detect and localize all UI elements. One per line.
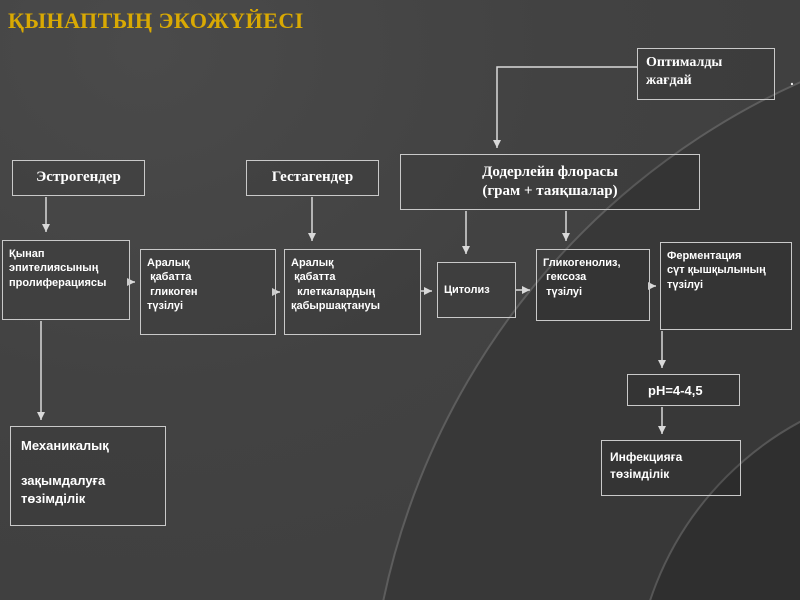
stray-period: . [790,72,794,88]
node-cell-desquamation-label: Аралық қабатта клеткалардың қабыршақтану… [291,257,380,312]
node-cytolysis-label: Цитолиз [444,283,490,296]
node-lactic-fermentation: Ферментация сүт қышқылының түзілуі [660,242,792,330]
node-epithelium-proliferation: Қынап эпителиясының пролиферациясы [2,240,130,320]
node-cell-desquamation: Аралық қабатта клеткалардың қабыршақтану… [284,249,421,335]
node-estrogens-label: Эстрогендер [36,169,121,186]
node-ph-level-label: рН=4-4,5 [648,382,703,398]
node-glycogenolysis-label: Гликогенолиз, гексоза түзілуі [543,257,621,298]
node-glycogen-formation-label: Аралық қабатта гликоген түзілуі [147,257,198,312]
slide-title: ҚЫНАПТЫҢ ЭКОЖҮЙЕСІ [8,8,304,33]
node-gestagens: Гестагендер [246,160,379,196]
node-infection-resistance: Инфекцияға төзімділік [601,440,741,496]
node-estrogens: Эстрогендер [12,160,145,196]
node-cytolysis: Цитолиз [437,262,516,318]
edge-optimal-to-doderlein [493,66,637,148]
node-mechanical-resistance: Механикалық зақымдалуға төзімділік [10,426,166,526]
node-mechanical-resistance-label: Механикалық зақымдалуға төзімділік [21,438,109,506]
node-optimal-condition: Оптималды жағдай [637,48,775,100]
node-epithelium-proliferation-label: Қынап эпителиясының пролиферациясы [9,248,107,289]
node-glycogenolysis: Гликогенолиз, гексоза түзілуі [536,249,650,321]
node-optimal-condition-label: Оптималды жағдай [646,55,723,89]
node-gestagens-label: Гестагендер [271,169,354,186]
node-infection-resistance-label: Инфекцияға төзімділік [610,450,683,481]
node-lactic-fermentation-label: Ферментация сүт қышқылының түзілуі [667,250,766,291]
node-ph-level: рН=4-4,5 [627,374,740,406]
node-doderlein-flora-label: Додерлейн флорасы (грам + таяқшалар) [482,163,618,200]
node-glycogen-formation: Аралық қабатта гликоген түзілуі [140,249,276,335]
node-doderlein-flora: Додерлейн флорасы (грам + таяқшалар) [400,154,700,210]
